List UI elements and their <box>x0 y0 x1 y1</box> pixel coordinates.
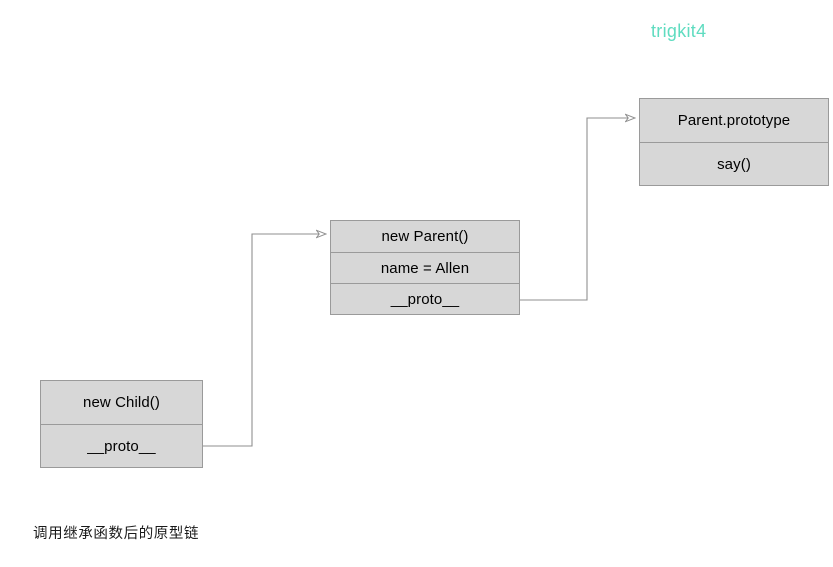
box-new-child-member-proto: __proto__ <box>41 424 202 467</box>
connector-parent-proto-to-parent-prototype <box>520 118 635 301</box>
box-parent-prototype-member-say: say() <box>640 142 828 185</box>
box-parent-prototype[interactable]: Parent.prototype say() <box>639 98 829 186</box>
box-new-child[interactable]: new Child() __proto__ <box>40 380 203 468</box>
box-parent-prototype-header: Parent.prototype <box>677 112 791 129</box>
watermark-trigkit4: trigkit4 <box>651 21 707 41</box>
box-new-child-header: new Child() <box>83 394 160 411</box>
box-new-parent[interactable]: new Parent() name = Allen __proto__ <box>330 220 520 315</box>
box-new-parent-member-proto: __proto__ <box>331 283 519 314</box>
diagram-caption: 调用继承函数后的原型链 <box>33 526 200 542</box>
box-new-parent-member-name: name = Allen <box>331 252 519 283</box>
connector-child-proto-to-new-parent <box>203 234 326 447</box>
box-new-parent-header: new Parent() <box>381 228 469 245</box>
